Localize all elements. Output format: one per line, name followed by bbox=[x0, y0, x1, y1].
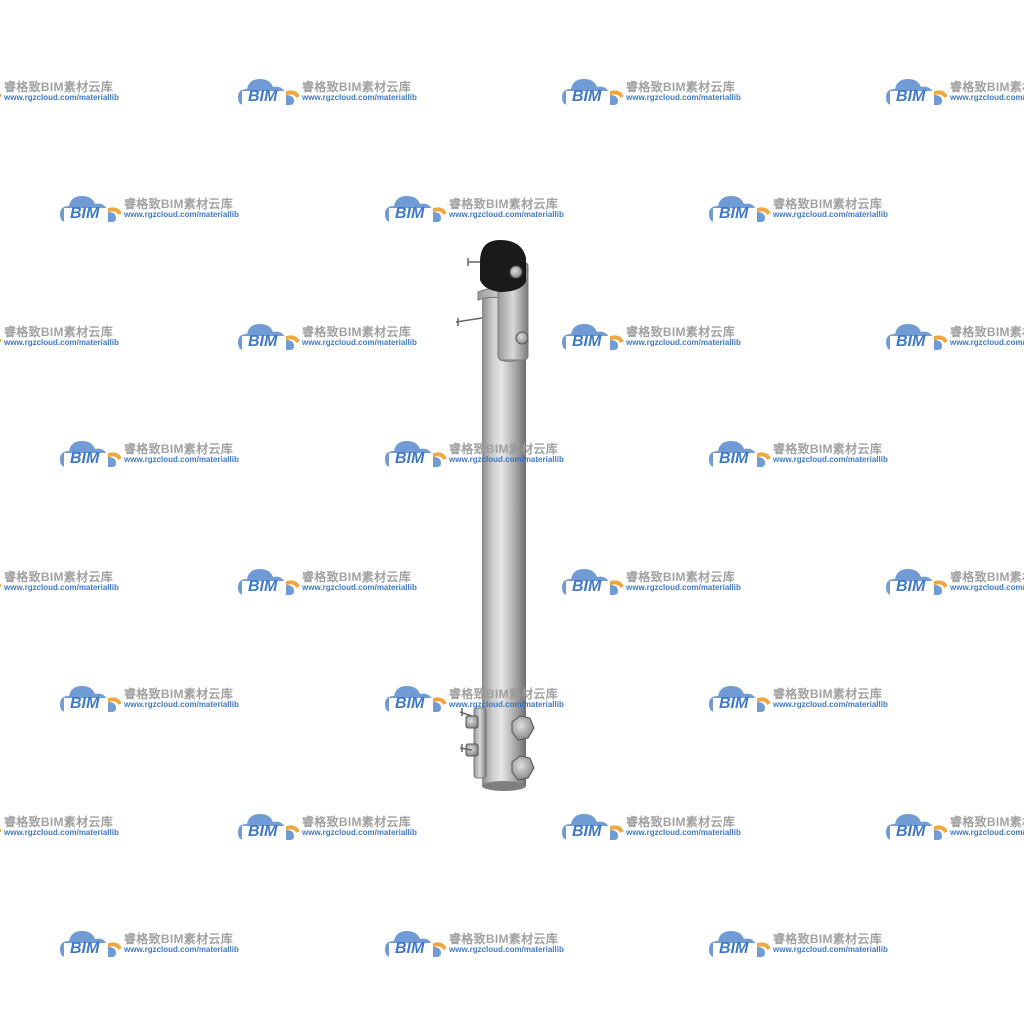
wire-pin-2 bbox=[455, 317, 483, 326]
pipe-body bbox=[482, 290, 526, 786]
wire-pin-3 bbox=[459, 708, 473, 717]
roller bbox=[480, 240, 526, 292]
wire-pin-1 bbox=[467, 258, 480, 266]
pipe-bottom bbox=[482, 781, 526, 791]
roller-axle bbox=[509, 265, 523, 279]
wire-pin-4 bbox=[459, 744, 473, 752]
clamp-bolt-top bbox=[515, 331, 529, 345]
